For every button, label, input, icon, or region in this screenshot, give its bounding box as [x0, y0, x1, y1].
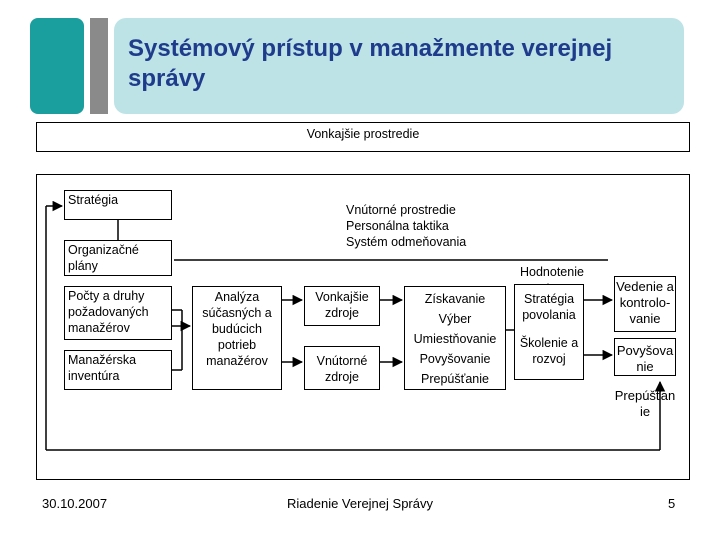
promotion-box: Povyšova nie — [614, 338, 676, 376]
process-promotion: Povyšovanie — [419, 352, 491, 366]
career-training-label: Školenie a rozvoj — [519, 336, 579, 366]
external-environment-box: Vonkajšie prostredie — [36, 122, 690, 152]
strategy-box: Stratégia — [64, 190, 172, 220]
required-managers-box: Počty a druhy požadovaných manažérov — [64, 286, 172, 340]
footer-date: 30.10.2007 — [42, 496, 108, 511]
footer-title: Riadenie Verejnej Správy — [287, 496, 433, 511]
internal-environment-line-2: Personálna taktika — [346, 219, 449, 233]
page-number: 5 — [668, 496, 676, 511]
internal-environment-line-1: Vnútorné prostredie — [346, 203, 456, 217]
org-plans-box: Organizačné plány — [64, 240, 172, 276]
career-strategy-label: Stratégia povolania — [522, 292, 576, 322]
leadership-box: Vedenie a kontrolo-vanie — [614, 276, 676, 332]
evaluation-label: Hodnotenie — [520, 265, 584, 279]
slide-title: Systémový prístup v manažmente verejnej … — [128, 35, 613, 92]
hr-process-box: Získavanie Výber Umiestňovanie Povyšovan… — [404, 286, 506, 390]
process-dismissal: Prepúšťanie — [421, 372, 489, 386]
process-selection: Výber — [438, 312, 472, 326]
manager-inventory-box: Manažérska inventúra — [64, 350, 172, 390]
dismissal-label: Prepúšťan ie — [614, 388, 676, 419]
header-gray-bar — [90, 18, 108, 114]
internal-environment-text: Vnútorné prostredie Personálna taktika S… — [346, 202, 506, 250]
process-placement: Umiestňovanie — [413, 332, 497, 346]
external-sources-box: Vonkajšie zdroje — [304, 286, 380, 326]
external-environment-label: Vonkajšie prostredie — [306, 127, 420, 141]
header-teal-block — [30, 18, 84, 114]
internal-environment-line-3: Systém odmeňovania — [346, 235, 467, 249]
process-recruitment: Získavanie — [424, 292, 486, 306]
internal-sources-box: Vnútorné zdroje — [304, 346, 380, 390]
career-box: Stratégia povolania Školenie a rozvoj — [514, 284, 584, 380]
analysis-box: Analýza súčasných a budúcich potrieb man… — [192, 286, 282, 390]
title-background — [114, 18, 684, 114]
